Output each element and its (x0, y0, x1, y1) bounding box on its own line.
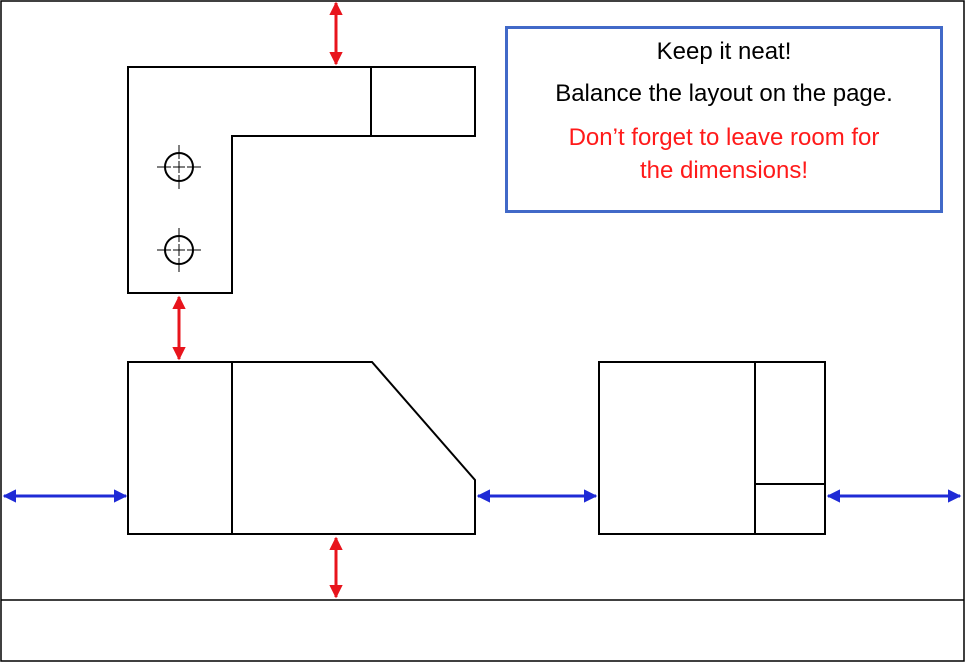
note-keep-neat: Keep it neat! (656, 38, 792, 65)
right-side-view (598, 361, 826, 535)
top-view-outline (127, 66, 476, 294)
centerline-crosshair-icon (157, 228, 201, 272)
hole-2 (157, 228, 201, 272)
note-warning-line-1: Don’t forget to leave room for (568, 124, 880, 151)
side-view-outline (598, 361, 826, 535)
note-warning-line-2: the dimensions! (639, 157, 809, 184)
front-view (127, 361, 476, 535)
note-balance-layout: Balance the layout on the page. (555, 80, 893, 107)
layout-tips-note: Keep it neat! Balance the layout on the … (505, 26, 943, 213)
centerline-crosshair-icon (157, 145, 201, 189)
hole-1 (157, 145, 201, 189)
front-view-outline (127, 361, 476, 535)
top-view (127, 66, 476, 294)
